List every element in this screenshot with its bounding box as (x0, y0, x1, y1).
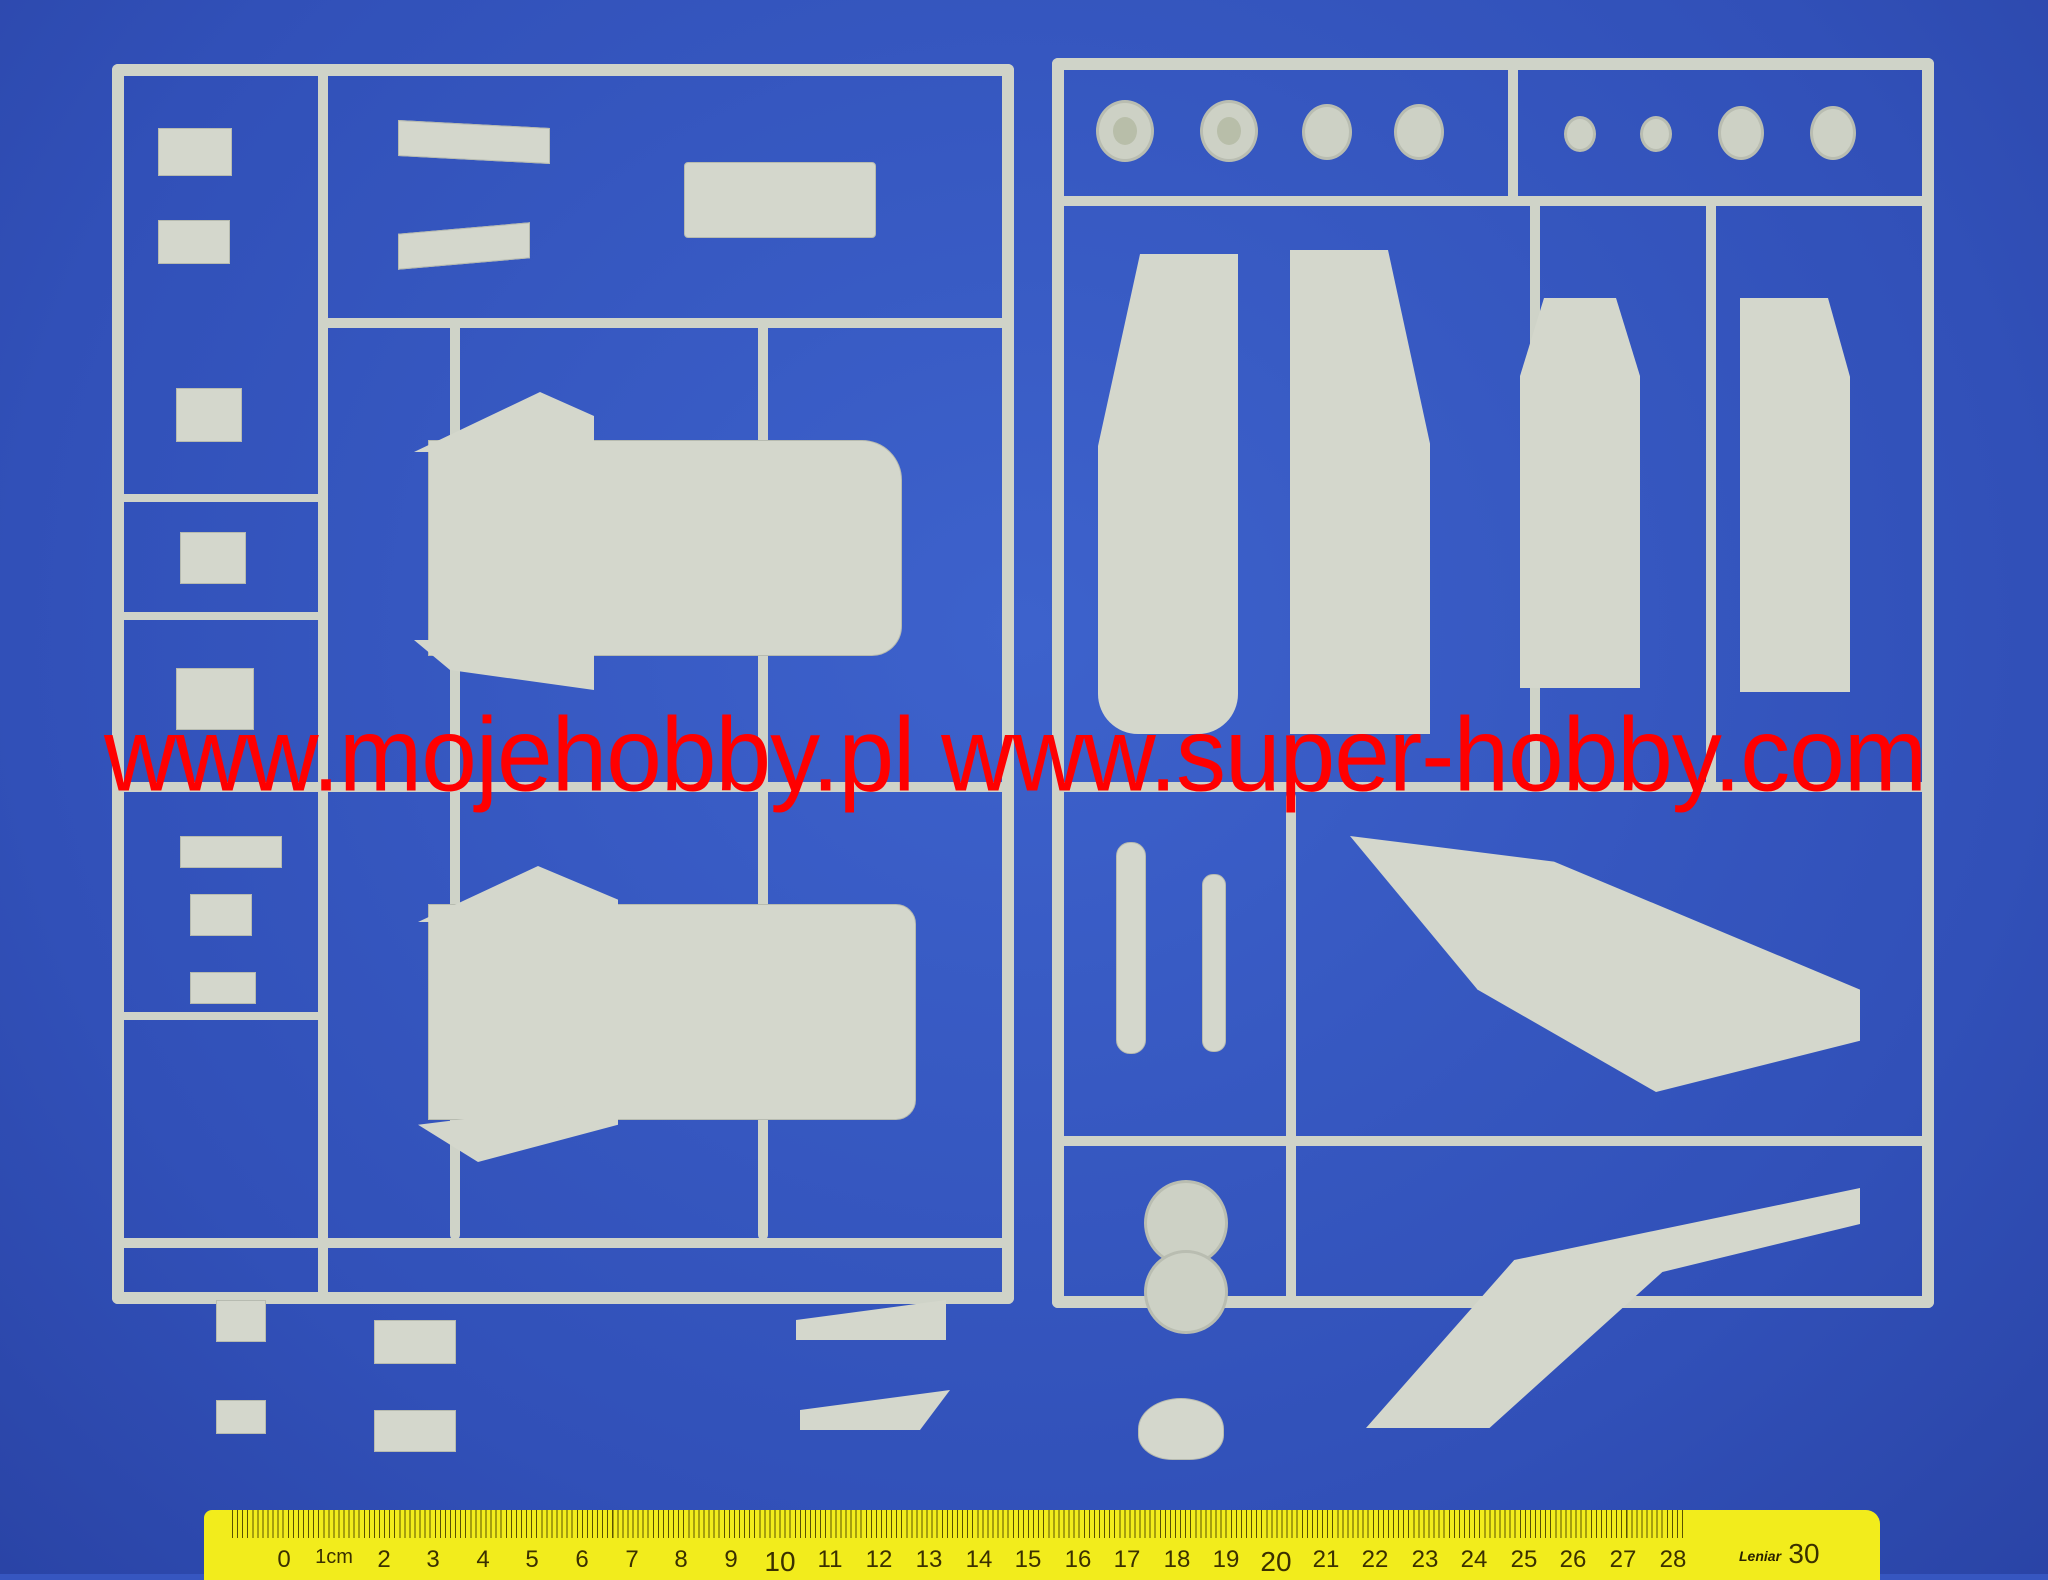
ruler-brand: Leniar (1739, 1548, 1782, 1564)
ruler-number: 23 (1411, 1546, 1439, 1573)
ruler-number: 13 (915, 1546, 943, 1573)
ruler-number: 2 (377, 1546, 391, 1573)
ruler-number: 15 (1014, 1546, 1042, 1573)
ruler-ticks (232, 1510, 1686, 1538)
ruler-number: 0 (277, 1546, 291, 1573)
ruler-number: 27 (1609, 1546, 1637, 1573)
ruler: 0 1cm 2 3 4 5 6 7 8 9 10 11 12 13 14 15 … (204, 1510, 1880, 1580)
watermark-text: www.mojehobby.pl www.super-hobby.com (104, 696, 1927, 814)
ruler-number: 1cm (315, 1546, 353, 1568)
ruler-number: 16 (1064, 1546, 1092, 1573)
ruler-number: 28 (1659, 1546, 1687, 1573)
ruler-number: 30 (1788, 1538, 1820, 1569)
ruler-number: 12 (865, 1546, 893, 1573)
ruler-number: 25 (1510, 1546, 1538, 1573)
ruler-number: 18 (1163, 1546, 1191, 1573)
ruler-number: 11 (817, 1546, 843, 1573)
ruler-number: 22 (1361, 1546, 1389, 1573)
ruler-number: 6 (575, 1546, 589, 1573)
ruler-number: 3 (426, 1546, 440, 1573)
ruler-number: 20 (1260, 1546, 1292, 1577)
ruler-number: 24 (1460, 1546, 1488, 1573)
ruler-number: 4 (476, 1546, 490, 1573)
ruler-number: 7 (625, 1546, 639, 1573)
ruler-number: 21 (1312, 1546, 1340, 1573)
ruler-number: 26 (1559, 1546, 1587, 1573)
ruler-number: 9 (724, 1546, 738, 1573)
ruler-number: 8 (674, 1546, 688, 1573)
ruler-number: 10 (764, 1546, 796, 1577)
ruler-number: 14 (965, 1546, 993, 1573)
ruler-number: 19 (1212, 1546, 1240, 1573)
ruler-number: 5 (525, 1546, 539, 1573)
ruler-number: 17 (1113, 1546, 1141, 1573)
